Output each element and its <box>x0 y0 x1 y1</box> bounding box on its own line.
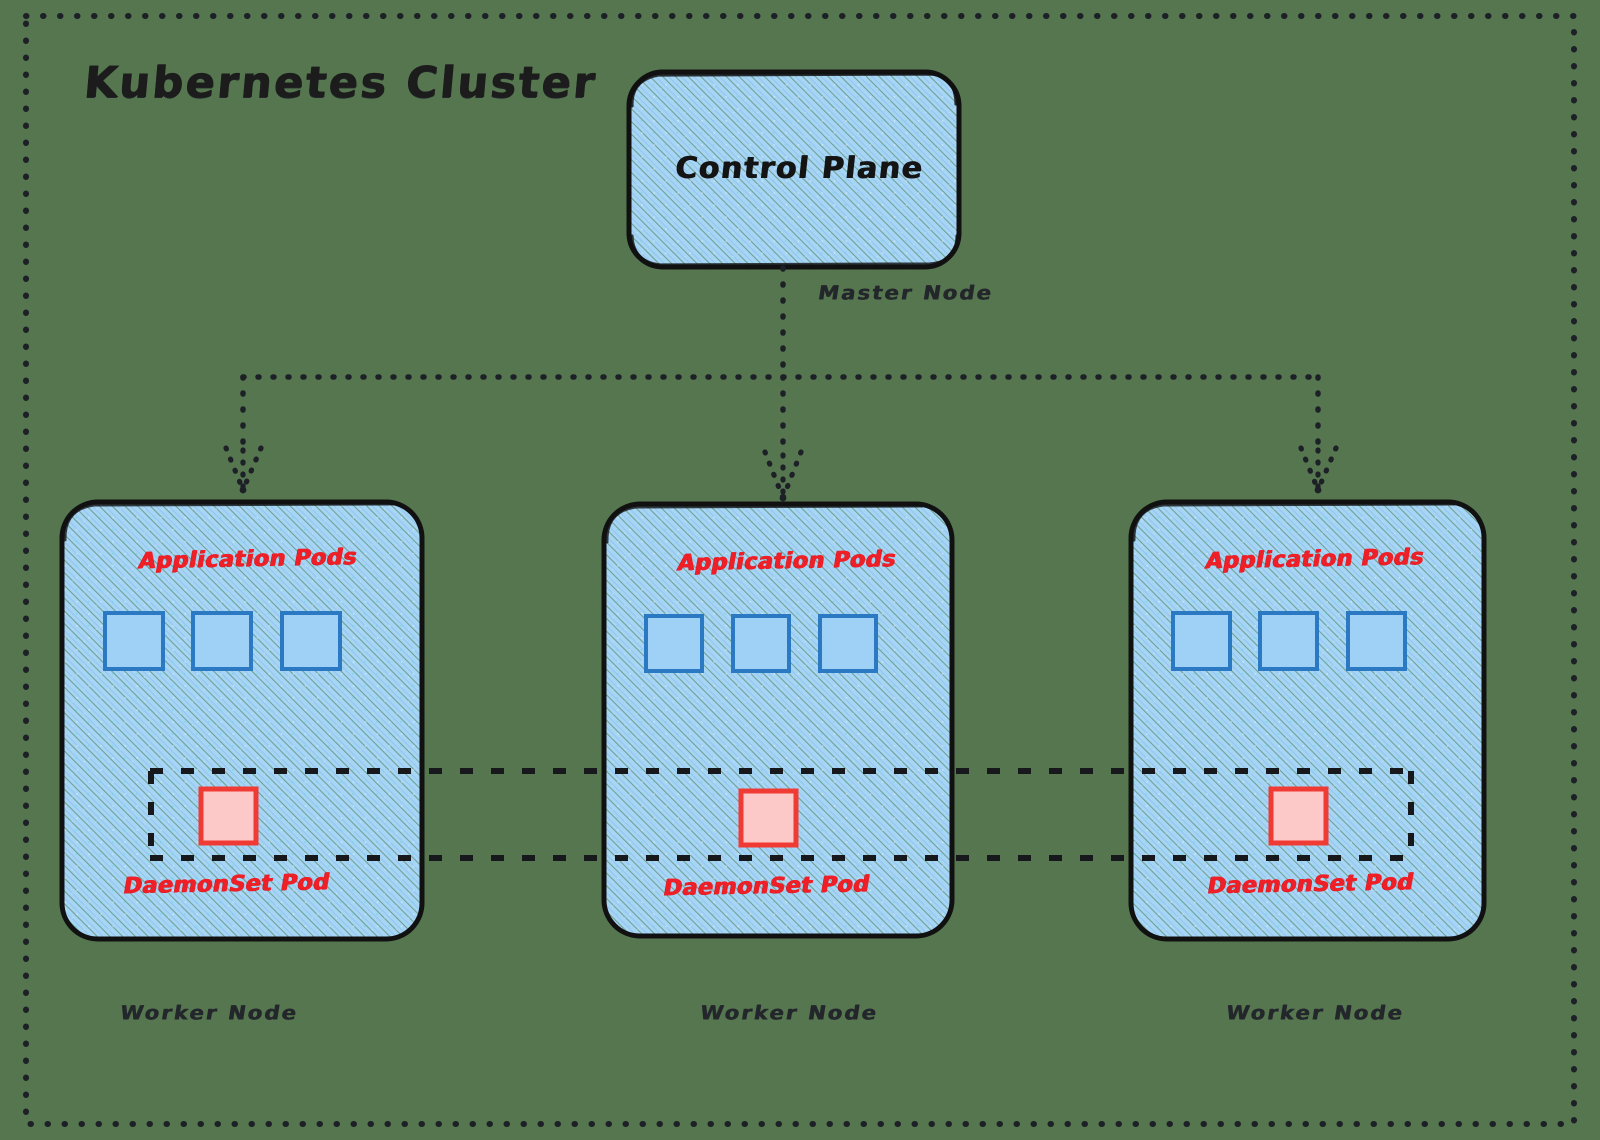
arrowhead-worker-3 <box>1298 445 1339 495</box>
daemonset-pod-worker-2 <box>738 788 799 848</box>
app-pods-worker-3[interactable] <box>1171 611 1407 671</box>
arrowhead-worker-2 <box>762 449 804 503</box>
daemonset-band <box>148 768 1414 861</box>
daemonset-pod-worker-3 <box>1268 786 1329 846</box>
daemonset-pod-worker-1 <box>198 786 259 846</box>
cluster-boundary <box>23 13 1577 1127</box>
control-plane-box[interactable] <box>626 69 962 270</box>
daemonset-pods[interactable] <box>198 786 1329 848</box>
connector-lines <box>240 265 1321 458</box>
worker-node-2[interactable] <box>601 501 955 939</box>
worker-node-1[interactable] <box>59 499 425 942</box>
arrowhead-worker-1 <box>223 445 264 495</box>
app-pods-worker-2[interactable] <box>644 614 878 673</box>
arrowhead-group <box>223 445 1339 503</box>
app-pods-worker-1[interactable] <box>103 611 342 671</box>
worker-node-3[interactable] <box>1128 499 1487 942</box>
